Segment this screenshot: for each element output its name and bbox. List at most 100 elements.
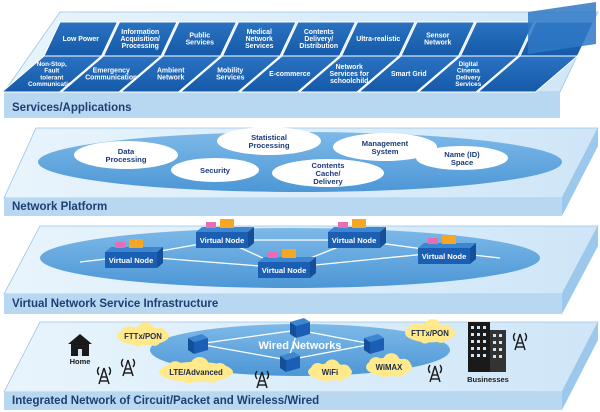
access-cloud-label: WiFi (322, 368, 338, 377)
access-cloud: WiMAX (366, 353, 412, 378)
virtual-layer-label: Virtual Network Service Infrastructure (12, 298, 218, 310)
home-label: Home (70, 357, 91, 366)
virtual-node-label: Virtual Node (422, 252, 467, 261)
integrated-slab-side (562, 322, 598, 410)
vm-block (352, 219, 366, 228)
service-tile-label: Smart Grid (391, 71, 427, 78)
vm-block (129, 239, 143, 248)
access-cloud-label: FTTx/PON (124, 332, 162, 341)
access-cloud-label: FTTx/PON (411, 329, 449, 338)
access-cloud-label: WiMAX (376, 363, 404, 372)
wired-links (197, 329, 373, 361)
vm-block (338, 222, 348, 228)
integrated-layer: Wired Networks FTTx/PON LTE/Advanced WiFi W… (3, 318, 599, 410)
link (297, 329, 373, 345)
service-tile: Smart Grid (357, 55, 460, 93)
virtual-node: Virtual Node (258, 249, 316, 278)
vm-block (282, 249, 296, 258)
access-clouds: FTTx/PON LTE/Advanced WiFi WiMAX FTTx/PON (117, 319, 455, 384)
vm-block (268, 252, 278, 258)
platform-item-label: Name (ID)Space (444, 150, 480, 167)
link (197, 329, 299, 345)
integrated-slab-front (4, 392, 562, 410)
antenna-icon (96, 366, 112, 385)
services-layer-label: Services/Applications (12, 102, 132, 114)
router-cube (364, 334, 384, 354)
platform-item: Name (ID)Space (416, 146, 508, 170)
businesses-label: Businesses (467, 375, 509, 384)
antenna-icon (512, 332, 528, 351)
router-cube (280, 352, 300, 372)
antenna-icon (427, 364, 443, 383)
router-cube (188, 334, 208, 354)
router-cube (290, 318, 310, 338)
virtual-node-label: Virtual Node (262, 266, 307, 275)
service-tile (476, 55, 579, 93)
platform-item-label: Security (200, 166, 231, 175)
link (287, 343, 373, 361)
access-cloud-label: LTE/Advanced (169, 368, 223, 377)
integrated-layer-label: Integrated Network of Circuit/Packet and… (12, 395, 319, 407)
service-tile-label: Low Power (63, 36, 100, 43)
services-slab-front (4, 92, 560, 118)
antennas (96, 332, 528, 389)
service-tile-label: E-commerce (269, 71, 311, 78)
virtual-node: Virtual Node (105, 239, 163, 268)
virtual-node: Virtual Node (418, 235, 476, 264)
virtual-node-label: Virtual Node (109, 256, 154, 265)
virtual-node: Virtual Node (328, 219, 386, 248)
service-tile: E-commerce (238, 55, 341, 93)
wired-networks-label: Wired Networks (258, 340, 341, 352)
link (197, 343, 289, 361)
vm-block (115, 242, 125, 248)
vm-block (206, 222, 216, 228)
virtual-slab-side (562, 226, 598, 314)
service-tile-label: Ultra-realistic (356, 36, 400, 43)
vm-block (442, 235, 456, 244)
virtual-node-label: Virtual Node (200, 236, 245, 245)
virtual-slab-front (4, 294, 562, 314)
antenna-icon (254, 370, 270, 389)
building-icon (468, 322, 506, 372)
platform-slab-front (4, 198, 562, 216)
access-cloud: LTE/Advanced (159, 357, 233, 384)
access-cloud: FTTx/PON (117, 322, 169, 347)
access-cloud: WiFi (308, 359, 352, 382)
platform-item: Security (171, 158, 259, 182)
vm-block (220, 219, 234, 228)
platform-layer-label: Network Platform (12, 201, 107, 213)
vm-block (428, 238, 438, 244)
home-icon (68, 334, 92, 356)
